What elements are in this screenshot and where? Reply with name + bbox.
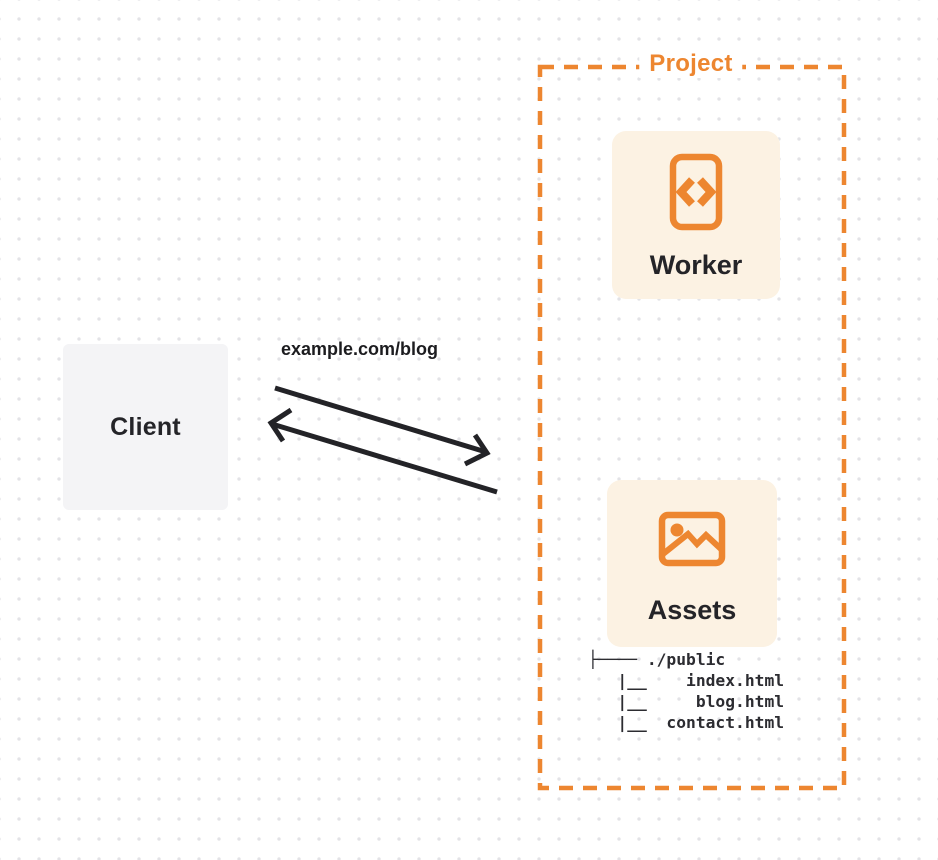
assets-label: Assets xyxy=(647,595,737,625)
worker-code-icon xyxy=(669,153,723,231)
request-arrow-line xyxy=(274,385,487,455)
response-arrow-line xyxy=(271,421,498,495)
assets-file-tree: ├──── ./public |__ index.html |__ blog.h… xyxy=(588,650,785,732)
request-url-label: example.com/blog xyxy=(281,339,439,359)
request-response-arrows xyxy=(267,385,498,495)
client-node: Client xyxy=(63,344,228,510)
worker-label: Worker xyxy=(649,250,743,280)
client-label: Client xyxy=(110,412,181,441)
assets-node: Assets xyxy=(607,480,777,647)
request-arrowhead-icon xyxy=(463,433,491,467)
response-arrowhead-icon xyxy=(267,407,293,443)
project-label: Project xyxy=(639,50,743,78)
assets-image-icon xyxy=(658,511,726,567)
worker-node: Worker xyxy=(612,131,780,299)
